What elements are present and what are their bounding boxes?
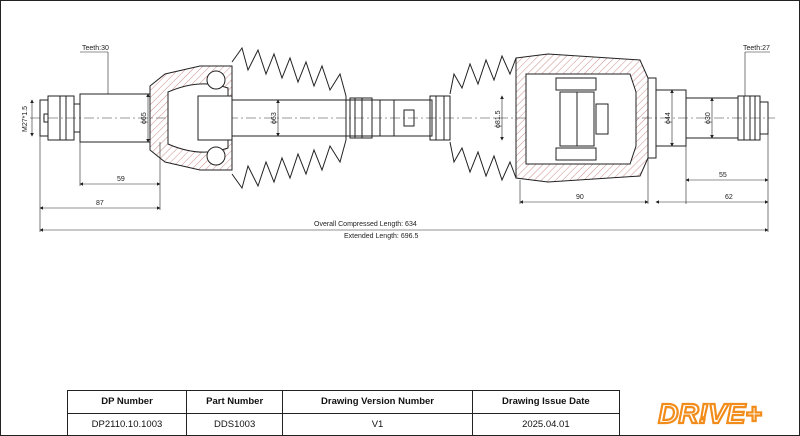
dia-30-label: ϕ30 — [705, 112, 712, 124]
version-value: V1 — [282, 412, 473, 436]
right-boot — [449, 54, 517, 182]
dia-63-label: ϕ63 — [271, 112, 278, 124]
dp-number-value: DP2110.10.1003 — [67, 412, 187, 436]
right-tripod-housing — [515, 53, 649, 183]
dim-59-label: 59 — [117, 176, 125, 183]
issue-date-value: 2025.04.01 — [471, 412, 621, 436]
part-number-value: DDS1003 — [185, 412, 284, 436]
dimension-labels: Teeth:30 Teeth:27 M27*1.5 ϕ65 ϕ63 ϕ81.5 … — [22, 45, 770, 240]
thread-label: M27*1.5 — [22, 106, 29, 132]
left-cv-joint — [149, 65, 233, 171]
version-header: Drawing Version Number — [282, 390, 473, 414]
teeth-right-label: Teeth:27 — [743, 45, 770, 52]
dim-87-label: 87 — [96, 200, 104, 207]
left-boot — [231, 46, 347, 190]
teeth-left-label: Teeth:30 — [82, 45, 109, 52]
dp-number-header: DP Number — [67, 390, 187, 414]
dimension-lines — [30, 51, 770, 232]
intermediate-shaft — [231, 95, 451, 141]
dim-62-label: 62 — [725, 194, 733, 201]
issue-date-header: Drawing Issue Date — [471, 390, 621, 414]
dia-65-label: ϕ65 — [141, 112, 148, 124]
overall-length-label: Overall Compressed Length: 634 — [314, 221, 417, 228]
title-block-header-row: DP Number Part Number Drawing Version Nu… — [67, 390, 621, 414]
dim-55-label: 55 — [719, 172, 727, 179]
extended-length-label: Extended Length: 696.5 — [344, 233, 418, 240]
dim-90-label: 90 — [576, 194, 584, 201]
left-stub — [39, 93, 151, 143]
drive-logo: DR!VE+ — [657, 397, 763, 430]
dia-44-label: ϕ44 — [665, 112, 672, 124]
logo-text: DR!VE+ — [658, 398, 761, 429]
title-block: DP Number Part Number Drawing Version Nu… — [67, 390, 621, 436]
title-block-value-row: DP2110.10.1003 DDS1003 V1 2025.04.01 — [67, 412, 621, 436]
part-number-header: Part Number — [185, 390, 284, 414]
dia-81-5-label: ϕ81.5 — [495, 110, 502, 128]
